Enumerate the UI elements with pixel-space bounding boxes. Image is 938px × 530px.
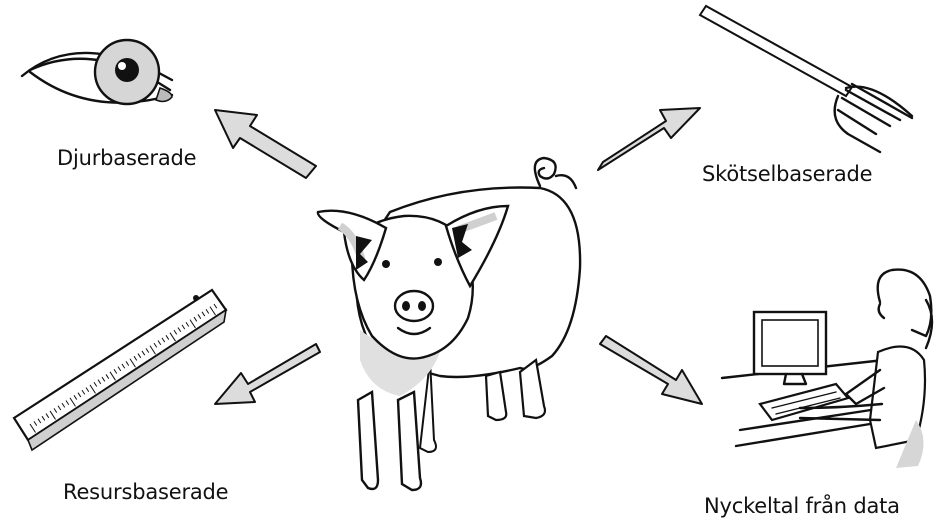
arrow-down-left xyxy=(215,344,320,404)
eye-icon xyxy=(22,40,172,104)
label-resource-based: Resursbaserade xyxy=(63,480,228,504)
label-key-figures: Nyckeltal från data xyxy=(704,494,900,518)
pitchfork-icon xyxy=(700,6,912,152)
label-management-based: Skötselbaserade xyxy=(702,162,872,186)
arrow-up-left xyxy=(215,110,316,178)
label-animal-based: Djurbaserade xyxy=(57,146,196,170)
arrow-down-right xyxy=(600,336,702,404)
ruler-icon xyxy=(14,290,226,450)
arrow-up-right xyxy=(598,108,700,170)
pig-icon xyxy=(318,158,580,490)
computer-user-icon xyxy=(722,270,932,468)
